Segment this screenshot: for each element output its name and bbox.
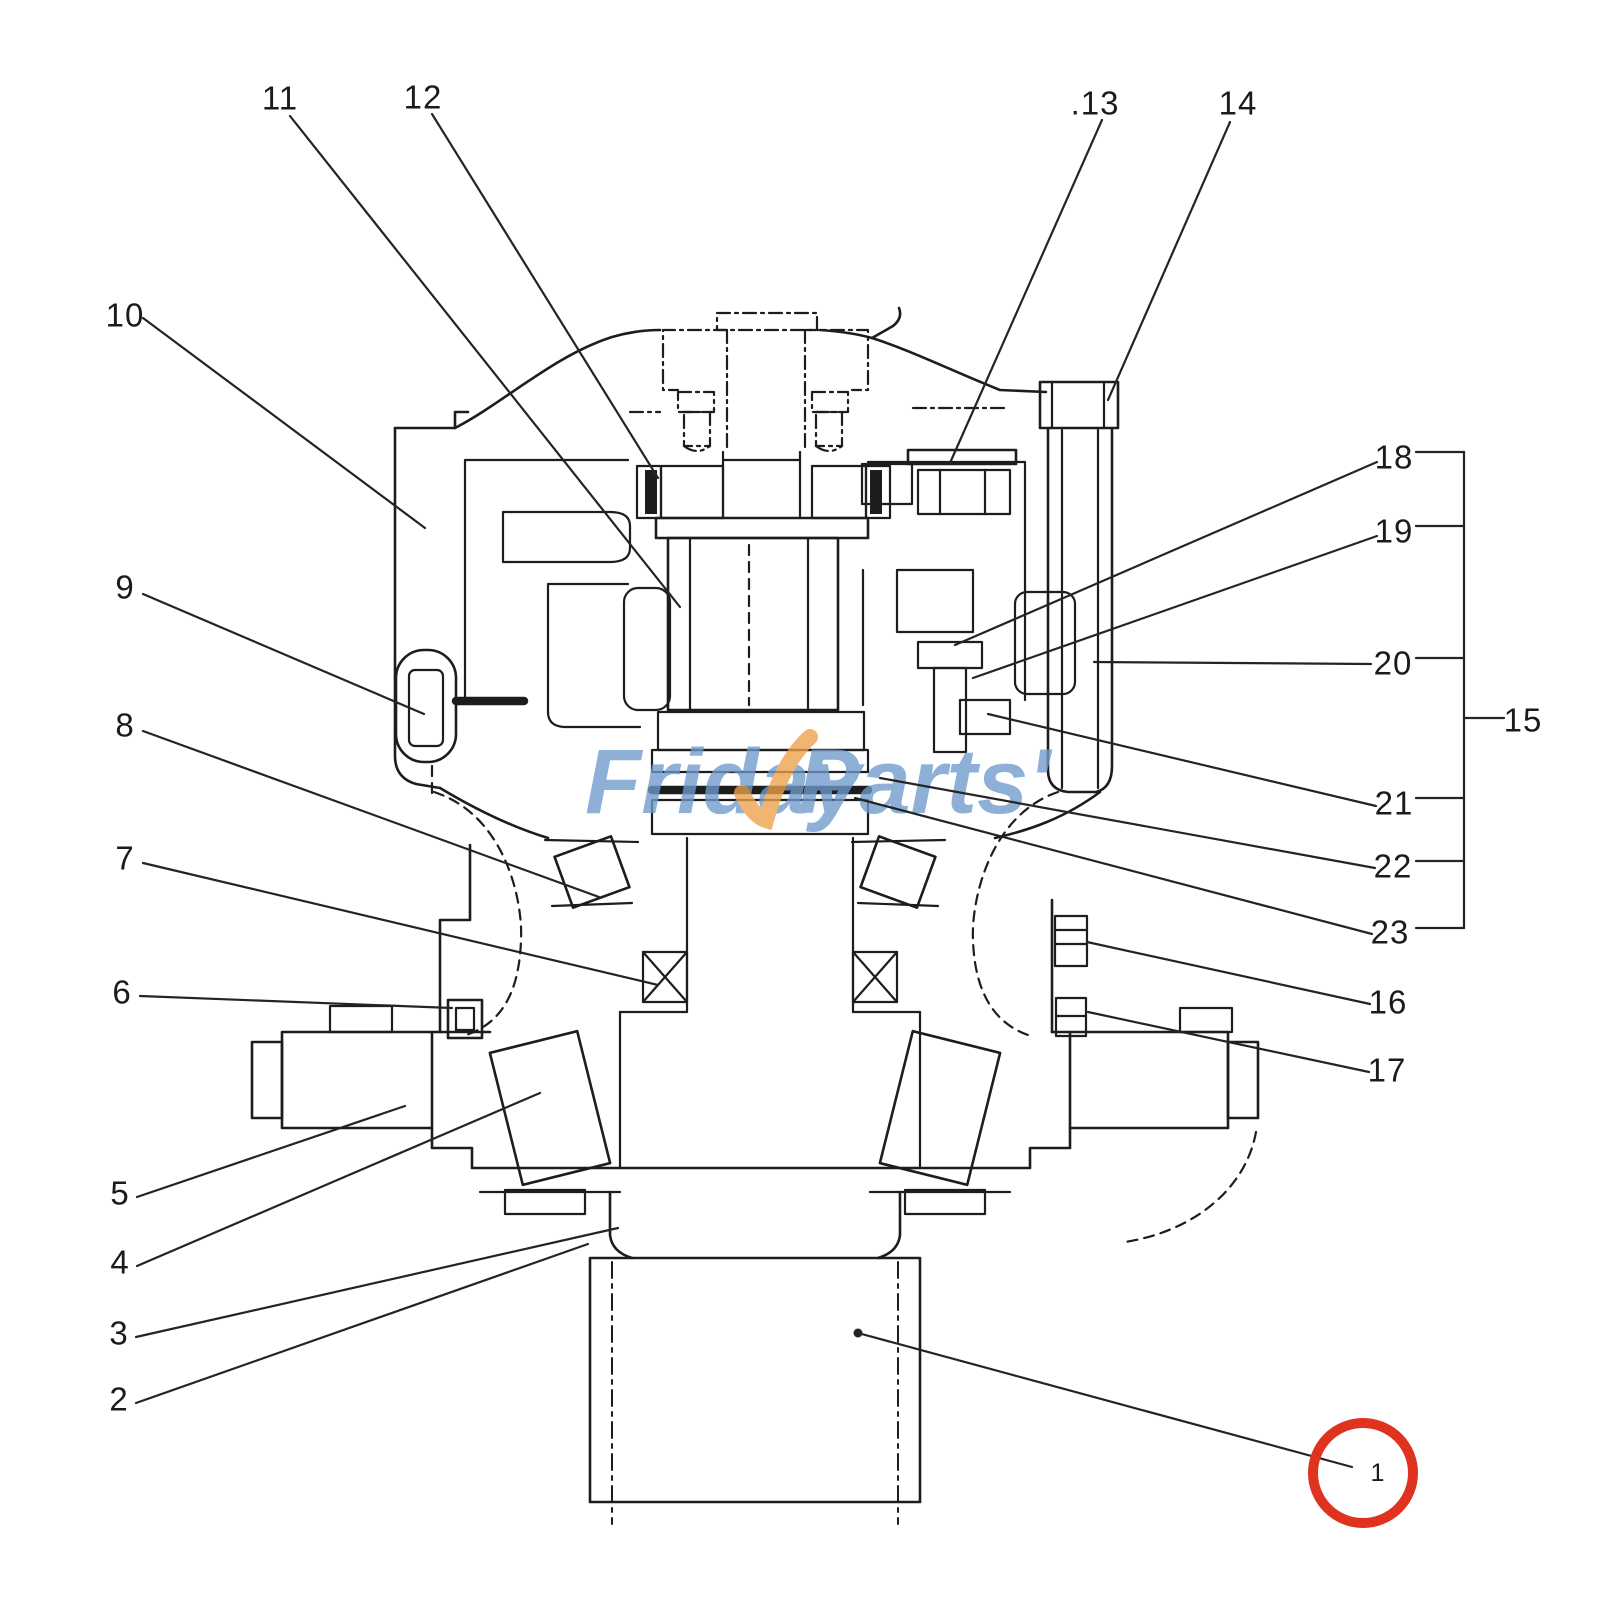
- leader-line-22: [878, 776, 1377, 870]
- callout-label-16: 16: [1369, 984, 1408, 1021]
- leader-line-21: [986, 712, 1378, 808]
- callout-label-5: 5: [110, 1175, 129, 1212]
- leader-line-20: [1092, 660, 1373, 666]
- leader-line-1: [856, 1331, 1354, 1469]
- callout-label-1: 1: [1371, 1459, 1386, 1487]
- bolt-item6: [446, 998, 484, 1040]
- callout-label-23: 23: [1371, 914, 1410, 951]
- callout-label-17: 17: [1368, 1052, 1407, 1089]
- output-flanges-item5: [250, 1004, 1260, 1170]
- top-coupling-phantom: [628, 311, 1009, 454]
- leader-line-8: [141, 729, 601, 899]
- callout-label-9: 9: [115, 569, 134, 606]
- output-shaft-item1-2: [478, 1166, 1012, 1525]
- callout-label-8: 8: [115, 707, 134, 744]
- callout-label-15: 15: [1504, 702, 1543, 739]
- callout-label-12: 12: [404, 79, 443, 116]
- leader-line-.13: [948, 118, 1104, 465]
- watermark-check-icon: [734, 729, 818, 831]
- lower-taper-bearings-items3-4: [488, 1029, 1002, 1216]
- watermark-text-friday: Friday: [585, 731, 865, 833]
- callout-leader-lines: [134, 112, 1379, 1469]
- leader-line-2: [134, 1242, 590, 1405]
- callout-label-6: 6: [112, 974, 131, 1011]
- callout-label-7: 7: [115, 840, 134, 877]
- upper-taper-bearings-item8: [543, 835, 947, 909]
- right-cover-plate-item14: [1038, 380, 1120, 794]
- bell-cover-outline: [453, 306, 1048, 430]
- leader-line-10: [141, 316, 427, 530]
- plugs-items16-17: [1053, 914, 1089, 1038]
- callout-label-4: 4: [110, 1244, 129, 1281]
- callout-label-21: 21: [1375, 785, 1414, 822]
- leader-line-3: [134, 1226, 620, 1339]
- leader-line-16: [1085, 940, 1372, 1006]
- housing-left-wall: [393, 410, 642, 790]
- callout-label-.13: .13: [1071, 85, 1120, 122]
- callout-label-22: 22: [1374, 848, 1413, 885]
- hidden-bolt-circle-arcs: [432, 790, 1258, 1244]
- callout-label-10: 10: [106, 297, 145, 334]
- leader-line-17: [1086, 1010, 1371, 1074]
- leader-line-14: [1106, 120, 1232, 402]
- callout-label-18: 18: [1375, 439, 1414, 476]
- leader-line-11: [288, 114, 682, 609]
- callout-label-11: 11: [262, 80, 298, 117]
- callout-label-19: 19: [1375, 513, 1414, 550]
- leader-line-19: [971, 534, 1379, 680]
- leader-line-18: [953, 460, 1379, 647]
- leader-line-4: [135, 1091, 542, 1268]
- callout-label-2: 2: [109, 1381, 128, 1418]
- cylinder-block-assembly: [622, 448, 1077, 754]
- port-item9: [394, 648, 458, 802]
- leader-line-12: [430, 112, 660, 480]
- callout-label-20: 20: [1374, 645, 1413, 682]
- leader-line-6: [138, 994, 454, 1010]
- valve-plate-stack-items21-23: [647, 710, 873, 836]
- group-bracket-15: 15: [1414, 450, 1543, 930]
- callout-label-3: 3: [109, 1315, 128, 1352]
- callout-label-14: 14: [1219, 85, 1258, 122]
- highlighted-item-circle: [1308, 1418, 1418, 1528]
- leader-line-9: [141, 592, 426, 716]
- leader-line-7: [141, 861, 660, 987]
- leader-dot-1: [853, 1328, 863, 1338]
- shaft-seals-item7: [641, 950, 899, 1004]
- leader-line-23: [853, 796, 1374, 936]
- leader-line-5: [135, 1104, 407, 1199]
- red-highlight-ring: [1308, 1418, 1418, 1528]
- mid-housing-contours: [438, 786, 1102, 1170]
